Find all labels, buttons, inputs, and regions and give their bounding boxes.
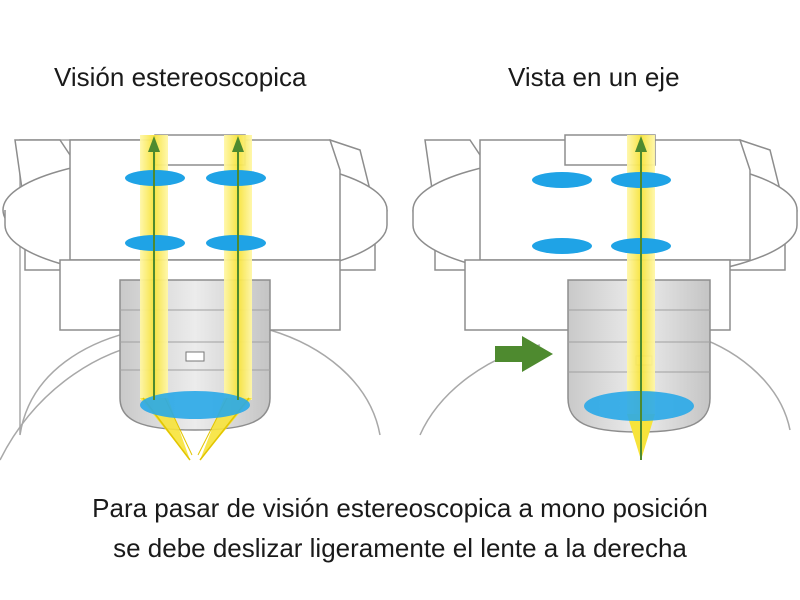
stereo-view-title: Visión estereoscopica xyxy=(54,62,307,92)
shoulder-outline xyxy=(0,344,141,461)
single-axis-arrowhead xyxy=(635,136,647,152)
right-axis-arrowhead xyxy=(232,136,244,152)
lens-middle-left xyxy=(532,238,592,254)
microscope-tower xyxy=(69,139,341,261)
lens-upper-left xyxy=(532,172,592,188)
shoulder-outline xyxy=(269,329,381,436)
single-axis-view-title: Vista en un eje xyxy=(508,62,680,92)
stereo-microscope-diagram xyxy=(0,134,388,461)
slide-right-arrow-icon xyxy=(495,336,553,372)
microscope-tower xyxy=(479,139,751,261)
instruction-caption-line-2: se debe deslizar ligeramente el lente a … xyxy=(113,533,687,563)
barrel-marker xyxy=(185,351,205,362)
left-axis-arrowhead xyxy=(148,136,160,152)
lens-upper-right xyxy=(206,170,266,186)
lens-middle-right xyxy=(206,235,266,251)
objective-lens xyxy=(140,391,250,419)
objective-lens xyxy=(584,391,694,421)
instruction-caption-line-1: Para pasar de visión estereoscopica a mo… xyxy=(92,493,708,523)
mono-microscope-diagram xyxy=(412,134,798,460)
